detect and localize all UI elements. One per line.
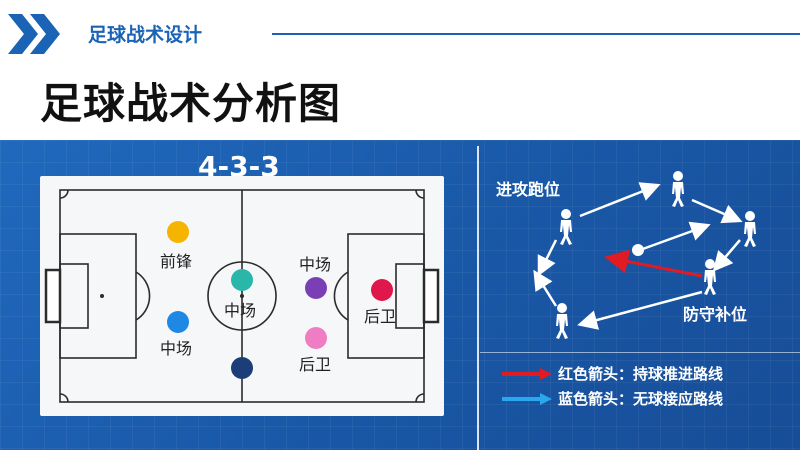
football-pitch: 前锋 中场 中场 中场 后卫 后卫 xyxy=(40,176,444,416)
player-dot xyxy=(167,311,189,333)
topic-label: 足球战术设计 xyxy=(88,24,203,46)
pitch-drawing: 前锋 中场 中场 中场 后卫 后卫 xyxy=(44,189,440,403)
legend-text: 蓝色箭头：无球接应路线 xyxy=(558,390,724,408)
chevron-right-icon xyxy=(8,14,60,54)
ball-icon xyxy=(632,244,644,256)
legend-text: 红色箭头：持球推进路线 xyxy=(558,365,724,383)
page-title: 足球战术分析图 xyxy=(40,79,342,128)
arrow-icon xyxy=(533,182,743,330)
player-dot xyxy=(305,277,327,299)
player-dot xyxy=(305,327,327,349)
player-dot xyxy=(231,269,253,291)
player-label: 后卫 xyxy=(299,355,331,374)
blue-arrow-icon xyxy=(502,392,552,405)
red-arrow xyxy=(604,249,703,278)
legend-item: 蓝色箭头：无球接应路线 xyxy=(500,388,723,409)
player-dot xyxy=(231,357,253,379)
red-arrow-icon xyxy=(502,367,552,380)
player-label: 中场 xyxy=(299,255,331,274)
header-banner: 足球战术设计 足球战术分析图 xyxy=(0,0,800,140)
player-label: 中场 xyxy=(160,339,192,358)
header-divider xyxy=(272,33,800,35)
run-label: 进攻跑位 xyxy=(496,180,561,199)
panel-divider xyxy=(477,146,479,450)
player-label: 中场 xyxy=(224,301,256,320)
cover-label: 防守补位 xyxy=(683,305,748,324)
legend-divider xyxy=(480,352,800,353)
player-label: 前锋 xyxy=(160,252,192,271)
player-dot xyxy=(167,221,189,243)
movement-diagram xyxy=(533,171,756,339)
legend-item: 红色箭头：持球推进路线 xyxy=(500,363,723,384)
player-dot xyxy=(371,279,393,301)
player-label: 后卫 xyxy=(364,307,396,326)
